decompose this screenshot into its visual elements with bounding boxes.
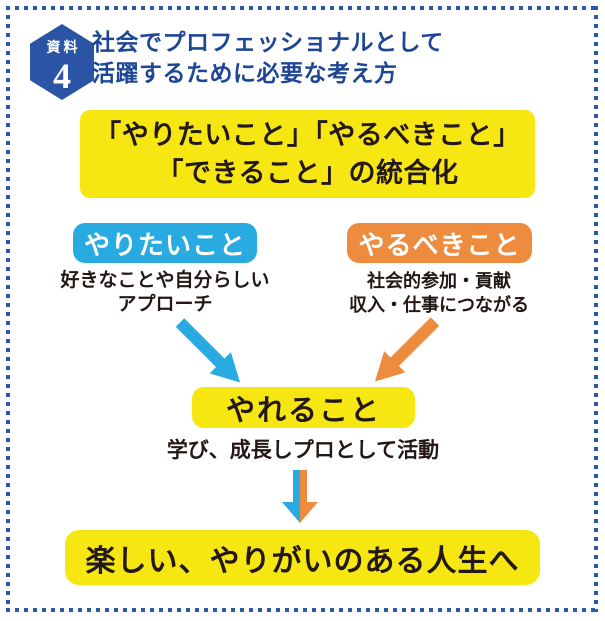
want-caption: 好きなことや自分らしい アプローチ	[55, 269, 275, 317]
should-caption-line2: 収入・仕事につながる	[349, 295, 529, 315]
want-label-pill: やりたいこと	[73, 223, 257, 263]
integration-line2: 「できること」の統合化	[156, 158, 459, 188]
arrow-down-left-icon	[374, 317, 440, 382]
arrow-down-right-icon	[175, 318, 241, 383]
integration-line1: 「やりたいこと」「やるべきこと」	[94, 120, 521, 150]
should-caption-line1: 社会的参加・貢献	[367, 271, 511, 291]
arrow-down-split-icon	[282, 470, 318, 523]
want-caption-line2: アプローチ	[117, 294, 213, 315]
page-title-line2: 活躍するために必要な考え方	[92, 60, 398, 86]
should-caption: 社会的参加・貢献 収入・仕事につながる	[334, 269, 544, 317]
want-caption-line1: 好きなことや自分らしい	[60, 270, 270, 291]
outcome-box: 楽しい、やりがいのある人生へ	[65, 530, 540, 585]
document-number-badge: 資料 4	[30, 24, 94, 100]
integration-box: 「やりたいこと」「やるべきこと」 「できること」の統合化	[80, 110, 535, 198]
can-label: やれること	[225, 394, 381, 427]
badge-label: 資料	[46, 39, 81, 55]
can-caption: 学び、成長しプロとして活動	[166, 439, 440, 462]
badge-number: 4	[53, 56, 71, 96]
outcome-label: 楽しい、やりがいのある人生へ	[85, 544, 520, 578]
should-label: やるべきこと	[358, 229, 521, 260]
page-title-line1: 社会でプロフェッショナルとして	[92, 29, 444, 55]
should-label-pill: やるべきこと	[347, 223, 532, 263]
can-box: やれること	[192, 387, 415, 428]
want-label: やりたいこと	[83, 229, 246, 260]
page-title: 社会でプロフェッショナルとして 活躍するために必要な考え方	[92, 27, 562, 89]
